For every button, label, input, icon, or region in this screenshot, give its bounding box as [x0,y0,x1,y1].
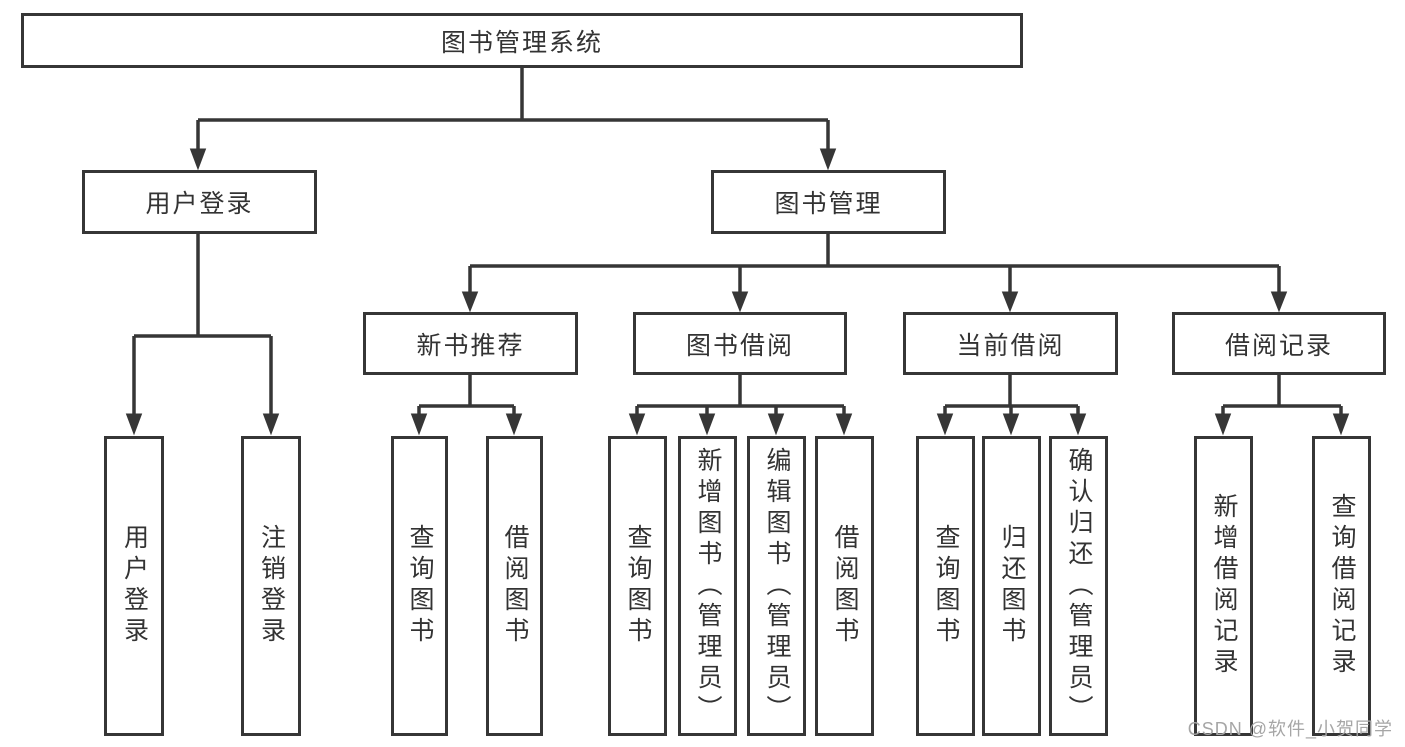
node-current-borrow: 当前借阅 [903,312,1118,375]
leaf-label: 查询图书 [406,524,434,648]
leaf-label: 编辑图书（管理员） [763,446,791,726]
arrow-down-icon [1002,413,1020,436]
leaf-label: 查询图书 [624,524,652,648]
node-book-mgmt: 图书管理 [711,170,946,234]
leaf-book-borrow-edit: 编辑图书（管理员） [747,436,806,736]
arrowheads [125,148,1350,436]
arrow-down-icon [1001,291,1019,313]
node-root: 图书管理系统 [21,13,1023,68]
arrow-down-icon [262,413,280,436]
connector-book-borrow-split [635,375,846,415]
leaf-book-borrow-query: 查询图书 [608,436,667,736]
arrow-down-icon [1214,413,1232,436]
arrow-down-icon [698,413,716,436]
leaf-book-borrow-add: 新增图书（管理员） [678,436,737,736]
leaf-new-books-borrow: 借阅图书 [486,436,543,736]
leaf-label: 用户登录 [120,524,149,648]
node-book-mgmt-label: 图书管理 [774,190,883,218]
arrow-down-icon [1270,291,1288,313]
leaf-label: 查询借阅记录 [1328,493,1356,679]
leaf-label: 确认归还（管理员） [1065,446,1093,726]
arrow-down-icon [461,291,479,313]
leaf-current-borrow-return: 归还图书 [982,436,1041,736]
node-new-books: 新书推荐 [363,312,578,375]
leaf-label: 借阅图书 [831,524,859,648]
node-borrow-records: 借阅记录 [1172,312,1386,375]
connector-borrow-records-split [1221,375,1343,415]
arrow-down-icon [819,148,837,171]
connector-root-split [196,68,830,150]
leaf-borrow-records-query: 查询借阅记录 [1312,436,1371,736]
arrow-down-icon [1069,413,1087,436]
leaf-label: 借阅图书 [501,524,529,648]
arrow-down-icon [835,413,853,436]
arrow-down-icon [1332,413,1350,436]
node-book-borrow-label: 图书借阅 [685,331,794,360]
leaf-new-books-query: 查询图书 [391,436,448,736]
connector-book-mgmt-split [468,234,1281,293]
leaf-label: 新增借阅记录 [1210,493,1238,679]
node-root-label: 图书管理系统 [440,28,603,57]
node-current-borrow-label: 当前借阅 [956,331,1065,360]
leaf-label: 归还图书 [998,524,1026,648]
node-book-borrow: 图书借阅 [633,312,847,375]
leaf-current-borrow-query: 查询图书 [916,436,975,736]
node-borrow-records-label: 借阅记录 [1224,331,1333,360]
leaf-label: 注销登录 [257,524,286,648]
connector-user-login-split [132,234,273,415]
leaf-logout: 注销登录 [241,436,301,736]
leaf-label: 查询图书 [932,524,960,648]
connector-new-books-split [417,375,516,415]
node-user-login-label: 用户登录 [145,190,254,218]
arrow-down-icon [410,413,428,436]
node-new-books-label: 新书推荐 [416,331,525,360]
node-user-login: 用户登录 [82,170,317,234]
leaf-user-login: 用户登录 [104,436,164,736]
arrow-down-icon [189,148,207,171]
arrow-down-icon [505,413,523,436]
leaf-book-borrow-borrow: 借阅图书 [815,436,874,736]
csdn-watermark: CSDN @软件_小贺同学 [1187,719,1393,739]
arrow-down-icon [125,413,143,436]
connector-current-borrow-split [943,375,1080,415]
arrow-down-icon [767,413,785,436]
arrow-down-icon [936,413,954,436]
leaf-current-borrow-confirm: 确认归还（管理员） [1049,436,1108,736]
leaf-label: 新增图书（管理员） [694,446,722,726]
arrow-down-icon [731,291,749,313]
arrow-down-icon [628,413,646,436]
leaf-borrow-records-add: 新增借阅记录 [1194,436,1253,736]
